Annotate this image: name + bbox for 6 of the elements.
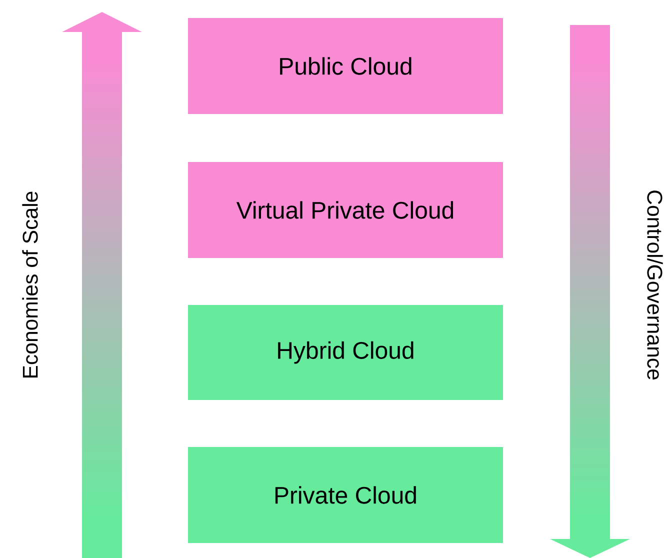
- cloud-type-box: Virtual Private Cloud: [188, 162, 503, 258]
- axis-label: Control/Governance: [647, 190, 663, 380]
- cloud-type-box: Hybrid Cloud: [188, 305, 503, 400]
- cloud-type-box: Public Cloud: [188, 18, 503, 114]
- cloud-type-box: Private Cloud: [188, 447, 503, 543]
- axis-label: Economies of Scale: [22, 192, 38, 378]
